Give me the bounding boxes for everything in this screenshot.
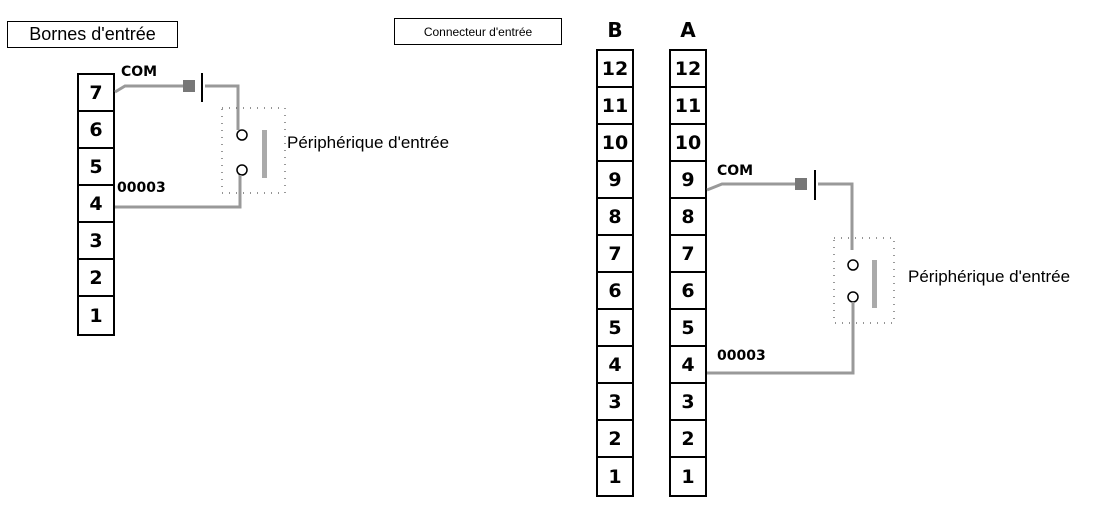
connector-pin: 1 xyxy=(608,465,622,488)
connector-pin: 7 xyxy=(598,236,632,273)
left-switch-icon xyxy=(221,107,286,194)
connector-pin: 12 xyxy=(598,51,632,88)
connector-pin: 4 xyxy=(598,347,632,384)
terminal: 6 xyxy=(79,112,113,149)
connector-pin: 5 xyxy=(598,310,632,347)
connector-pin: 2 xyxy=(671,421,705,458)
column-a-header: A xyxy=(680,18,696,42)
left-signal-wire xyxy=(115,175,242,209)
right-switch-icon xyxy=(833,237,895,324)
terminal-block: 7 6 5 4 3 2 1 xyxy=(77,73,115,336)
connector-pin: 11 xyxy=(671,88,705,125)
connector-pin: 3 xyxy=(598,384,632,421)
right-signal-wire xyxy=(707,302,855,375)
connector-pin: 8 xyxy=(598,199,632,236)
connector-pin: 2 xyxy=(598,421,632,458)
signal-label: 00003 xyxy=(717,348,766,364)
connector-pin: 12 xyxy=(671,51,705,88)
column-b-header: B xyxy=(607,18,623,42)
signal-label: 00003 xyxy=(117,180,166,196)
connector-pin: 11 xyxy=(598,88,632,125)
connector-column-a: 12 11 10 9 8 7 6 5 4 3 2 1 xyxy=(669,49,707,497)
connector-pin: 6 xyxy=(671,273,705,310)
com-label: COM xyxy=(717,163,754,179)
connector-pin: 5 xyxy=(671,310,705,347)
connector-pin: 6 xyxy=(598,273,632,310)
input-device-label: Périphérique d'entrée xyxy=(908,267,1071,286)
terminal-block-title: Bornes d'entrée xyxy=(7,21,178,48)
connector-title: Connecteur d'entrée xyxy=(394,18,562,45)
connector-pin: 3 xyxy=(671,384,705,421)
battery-icon xyxy=(183,80,195,92)
terminal: 5 xyxy=(79,149,113,186)
left-com-wire xyxy=(114,73,240,118)
battery-icon xyxy=(795,178,807,190)
terminal: 1 xyxy=(89,304,103,327)
connector-pin: 7 xyxy=(671,236,705,273)
connector-column-b: 12 11 10 9 8 7 6 5 4 3 2 1 xyxy=(596,49,634,497)
terminal: 2 xyxy=(79,260,113,297)
terminal: 7 xyxy=(79,75,113,112)
connector-pin: 9 xyxy=(671,162,705,199)
input-device-label: Périphérique d'entrée xyxy=(287,133,450,152)
connector-pin: 9 xyxy=(598,162,632,199)
connector-pin: 8 xyxy=(671,199,705,236)
connector-pin: 1 xyxy=(681,465,695,488)
connector-pin: 10 xyxy=(598,125,632,162)
connector-pin: 10 xyxy=(671,125,705,162)
right-com-wire xyxy=(706,170,854,250)
connector-pin: 4 xyxy=(671,347,705,384)
com-label: COM xyxy=(121,64,158,80)
terminal: 4 xyxy=(79,186,113,223)
terminal: 3 xyxy=(79,223,113,260)
